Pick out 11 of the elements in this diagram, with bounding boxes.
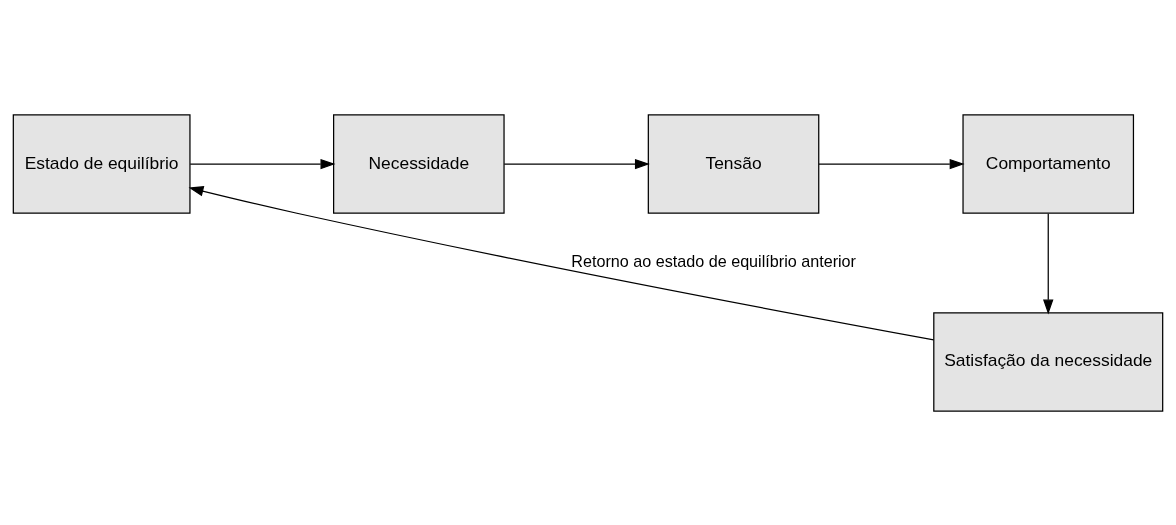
edge-label: Retorno ao estado de equilíbrio anterior <box>571 251 856 270</box>
arrow <box>1043 212 1054 314</box>
node-box: Satisfação da necessidade <box>933 311 1164 412</box>
node-box: Comportamento <box>962 113 1135 214</box>
arrow <box>818 158 965 169</box>
arrow <box>188 185 935 340</box>
arrow <box>189 158 336 169</box>
arrow <box>503 158 650 169</box>
node-box: Tensão <box>647 113 820 214</box>
node-box: Estado de equilíbrio <box>12 113 191 214</box>
node-box: Necessidade <box>333 113 505 214</box>
